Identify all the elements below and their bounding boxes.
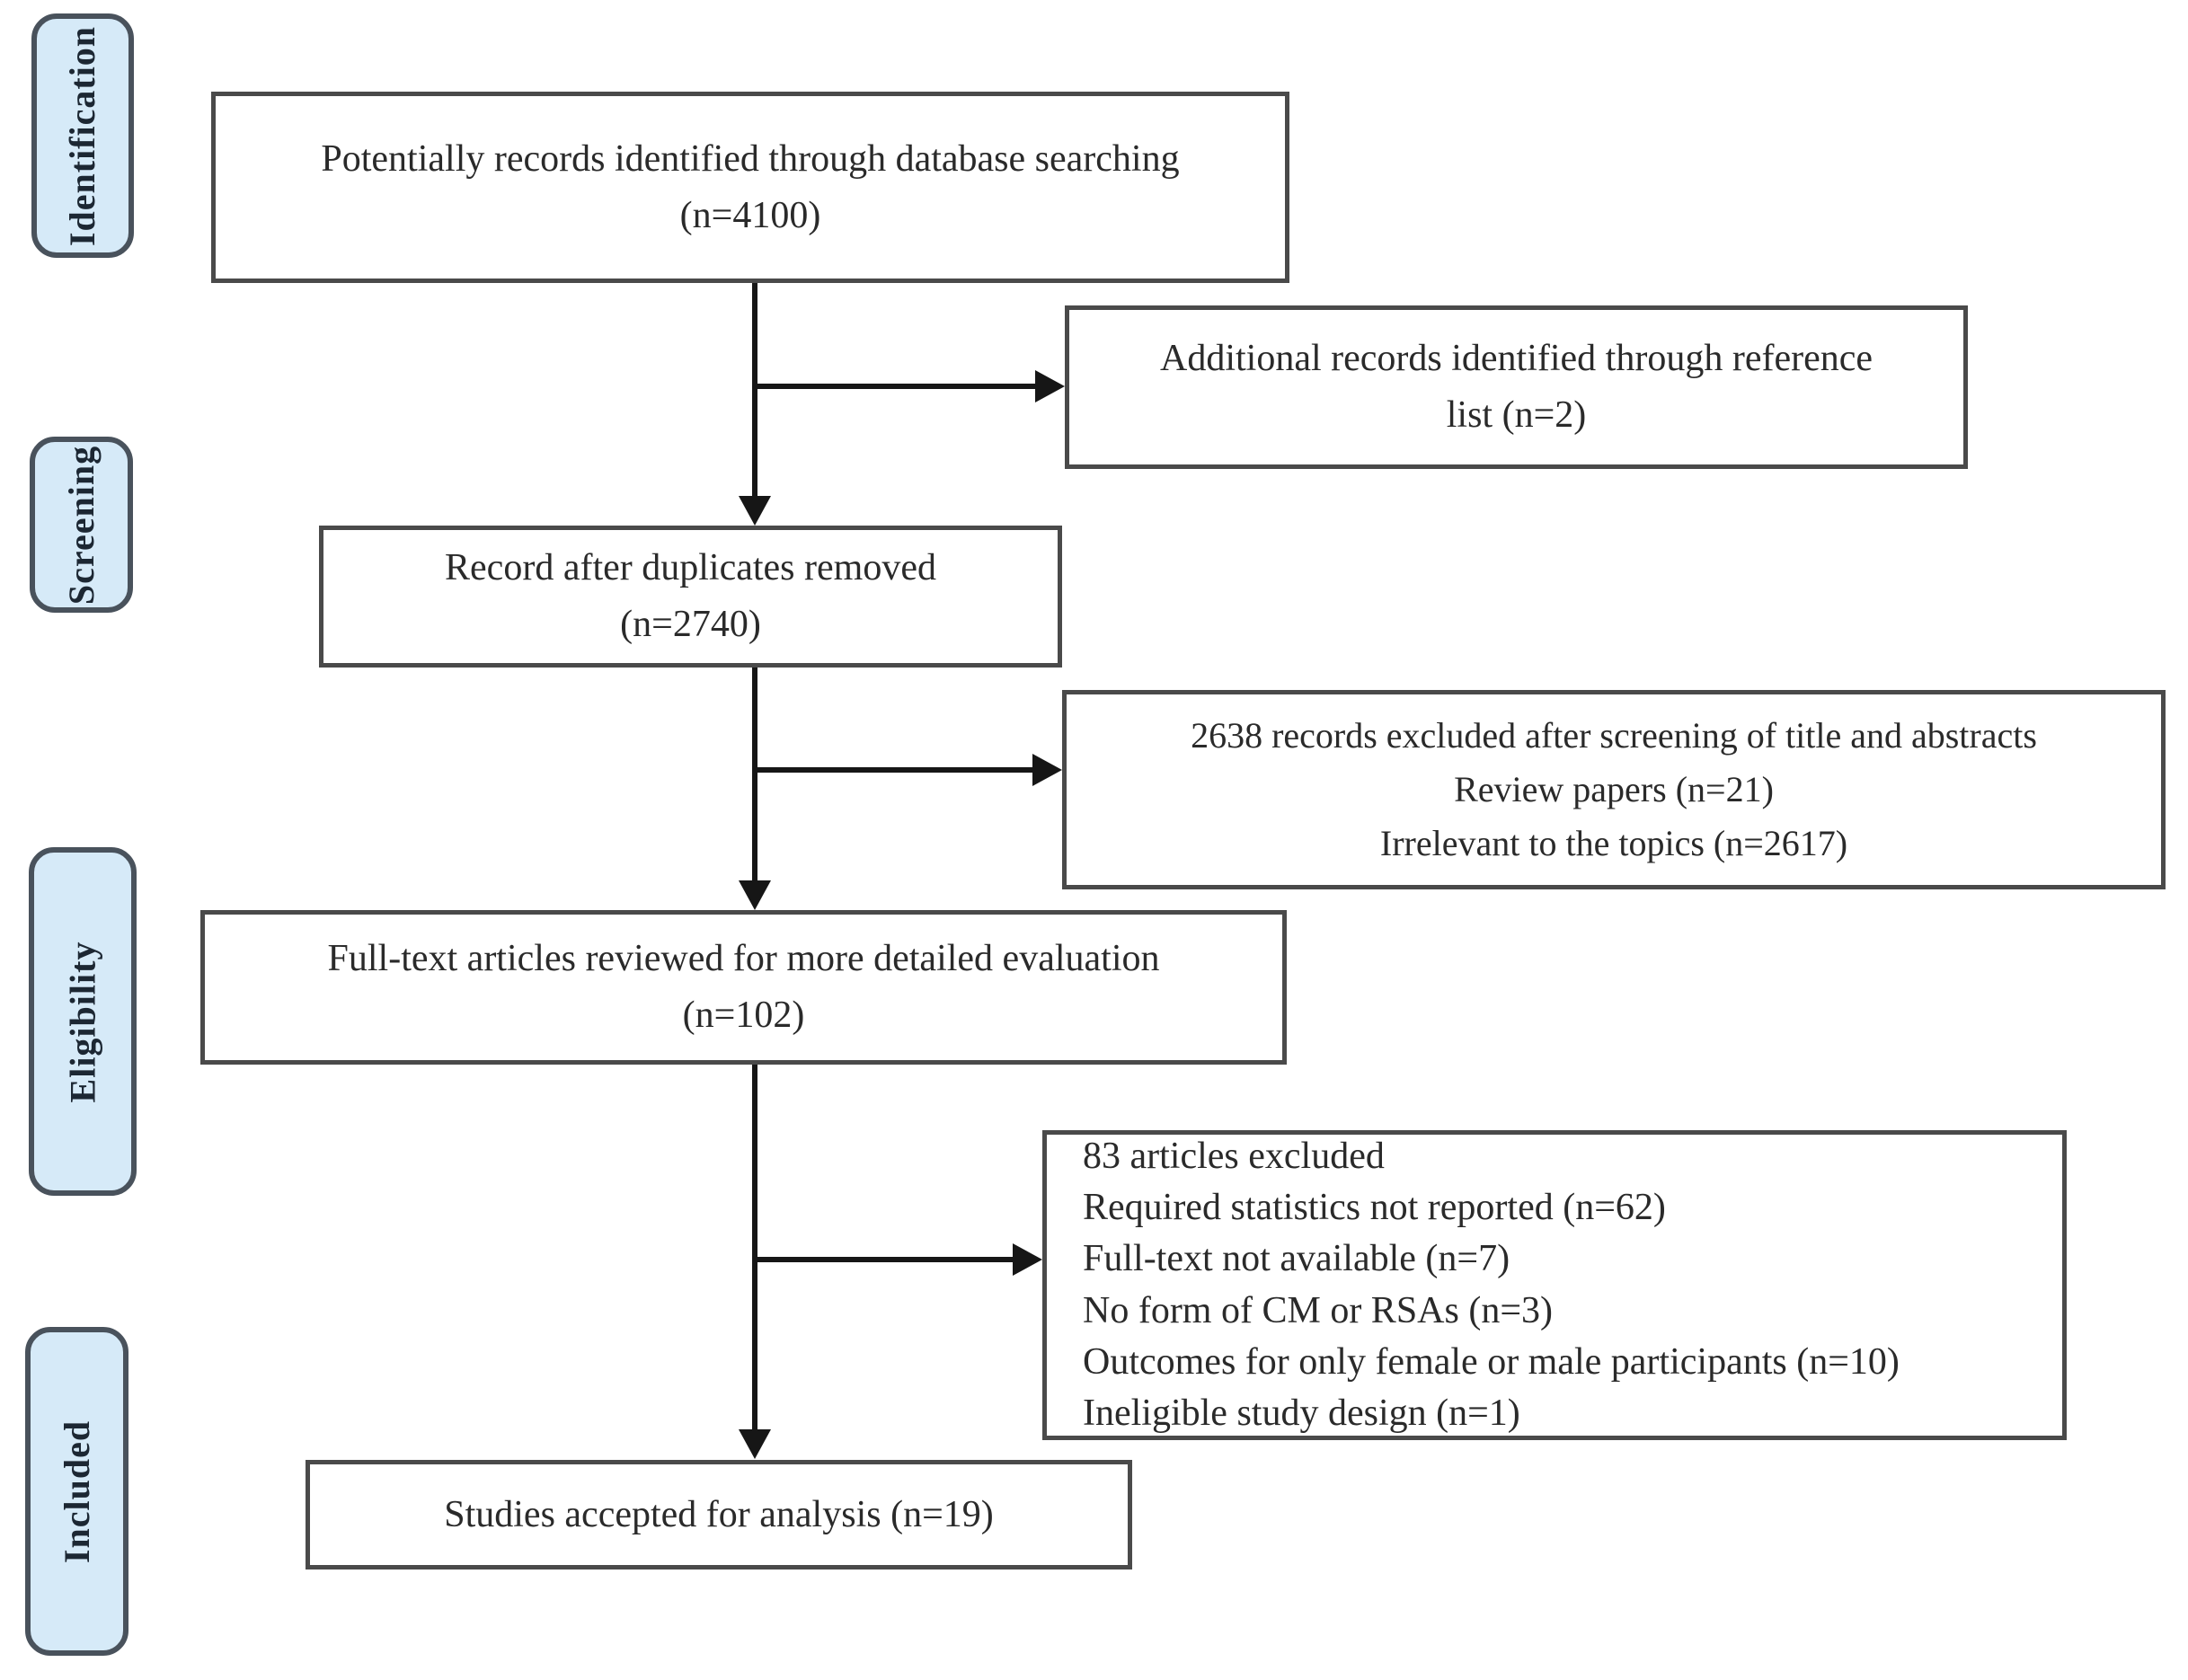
box-text-line: (n=2740) xyxy=(620,604,761,645)
box-text-line: 83 articles excluded xyxy=(1083,1136,1385,1178)
arrowhead-right-icon xyxy=(1013,1243,1042,1276)
box-text-line: Full-text not available (n=7) xyxy=(1083,1238,1510,1280)
box-text-line: Additional records identified through re… xyxy=(1159,338,1874,379)
stage-label-included: Included xyxy=(25,1327,128,1656)
box-text-line: Record after duplicates removed xyxy=(445,547,936,588)
box-text-line: Required statistics not reported (n=62) xyxy=(1083,1187,1666,1229)
box-text-line: Outcomes for only female or male partici… xyxy=(1083,1340,1900,1383)
box-text-line: Irrelevant to the topics (n=2617) xyxy=(1379,823,1848,863)
arrowhead-right-icon xyxy=(1032,754,1062,786)
box-duplicates-removed: Record after duplicates removed (n=2740) xyxy=(319,526,1062,668)
branch-line-to-articles-excluded xyxy=(755,1257,1014,1262)
box-text-line: Review papers (n=21) xyxy=(1454,769,1774,809)
branch-line-to-additional-records xyxy=(755,384,1036,389)
box-records-identified: Potentially records identified through d… xyxy=(211,92,1289,283)
stage-label-included-text: Included xyxy=(57,1419,98,1563)
box-text-line: No form of CM or RSAs (n=3) xyxy=(1083,1289,1554,1331)
box-fulltext-reviewed: Full-text articles reviewed for more det… xyxy=(200,910,1287,1065)
stage-label-screening: Screening xyxy=(30,437,133,613)
box-text-line: Studies accepted for analysis (n=19) xyxy=(444,1493,994,1535)
box-text-line: 2638 records excluded after screening of… xyxy=(1191,715,2037,756)
box-text-line: Ineligible study design (n=1) xyxy=(1083,1392,1520,1434)
box-text-line: Potentially records identified through d… xyxy=(321,137,1180,180)
flow-line-identified-to-deduplicated xyxy=(752,283,757,499)
stage-label-screening-text: Screening xyxy=(61,445,102,605)
stage-label-eligibility-text: Eligibility xyxy=(62,941,103,1102)
branch-line-to-records-excluded xyxy=(755,767,1033,773)
stage-label-identification: Identification xyxy=(31,13,134,258)
box-records-excluded-screening: 2638 records excluded after screening of… xyxy=(1062,690,2166,889)
arrowhead-down-icon xyxy=(739,880,771,910)
arrowhead-right-icon xyxy=(1035,370,1065,402)
box-text-line: (n=4100) xyxy=(679,194,821,236)
box-articles-excluded: 83 articles excluded Required statistics… xyxy=(1042,1130,2067,1440)
stage-label-eligibility: Eligibility xyxy=(29,847,137,1196)
box-studies-accepted: Studies accepted for analysis (n=19) xyxy=(306,1460,1132,1569)
stage-label-identification-text: Identification xyxy=(62,25,103,246)
box-text-line: list (n=2) xyxy=(1446,394,1587,436)
arrowhead-down-icon xyxy=(739,496,771,526)
box-additional-records: Additional records identified through re… xyxy=(1065,305,1968,469)
arrowhead-down-icon xyxy=(739,1429,771,1459)
flow-line-deduplicated-to-fulltext xyxy=(752,668,757,881)
box-text-line: Full-text articles reviewed for more det… xyxy=(327,938,1160,979)
box-text-line: (n=102) xyxy=(682,995,805,1036)
flow-line-fulltext-to-accepted xyxy=(752,1065,757,1430)
